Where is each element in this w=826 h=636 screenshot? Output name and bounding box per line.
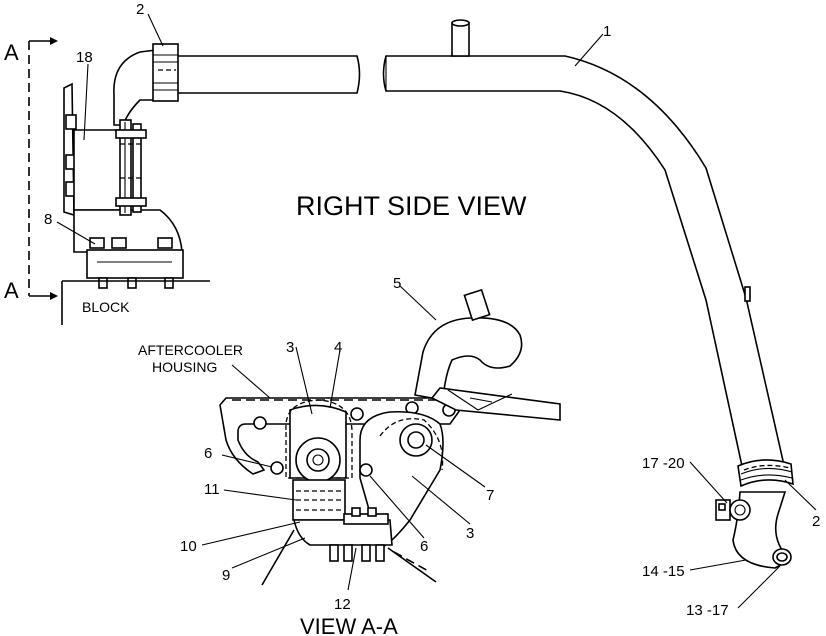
callout-3-left: 3: [286, 339, 294, 356]
callout-3-right: 3: [466, 525, 474, 542]
callout-2-right: 2: [812, 513, 820, 530]
block-mounting: [61, 82, 210, 325]
callout-6-right: 6: [420, 538, 428, 555]
callout-7: 7: [486, 487, 494, 504]
aftercooler-label-line2: HOUSING: [152, 359, 217, 375]
callout-1: 1: [603, 23, 611, 40]
view-title: RIGHT SIDE VIEW: [296, 191, 527, 221]
section-mark-bottom: A: [4, 278, 19, 303]
callout-9: 9: [222, 567, 230, 584]
callout-17-20: 17 -20: [642, 455, 685, 472]
callout-12: 12: [334, 596, 351, 613]
clamp-assembly: [715, 499, 751, 521]
leader-lines: [56, 13, 817, 609]
view-a-a-label: VIEW A-A: [300, 614, 398, 636]
callout-11: 11: [204, 481, 220, 498]
callout-8: 8: [44, 211, 52, 228]
section-line-a-a: [28, 37, 58, 300]
callout-13-17: 13 -17: [686, 602, 729, 619]
callout-2-top: 2: [136, 1, 144, 18]
hose-top: [113, 43, 179, 126]
section-mark-top: A: [4, 40, 19, 65]
aftercooler-label-line1: AFTERCOOLER: [138, 342, 243, 358]
callout-14-15: 14 -15: [642, 563, 685, 580]
callout-6-left: 6: [204, 445, 212, 462]
block-label: BLOCK: [82, 299, 130, 315]
callout-5: 5: [393, 275, 401, 292]
callout-4: 4: [334, 339, 342, 356]
callout-10: 10: [180, 538, 197, 555]
hose-right: [737, 459, 794, 488]
view-a-a-assembly: [219, 288, 561, 586]
callout-18: 18: [76, 49, 93, 66]
